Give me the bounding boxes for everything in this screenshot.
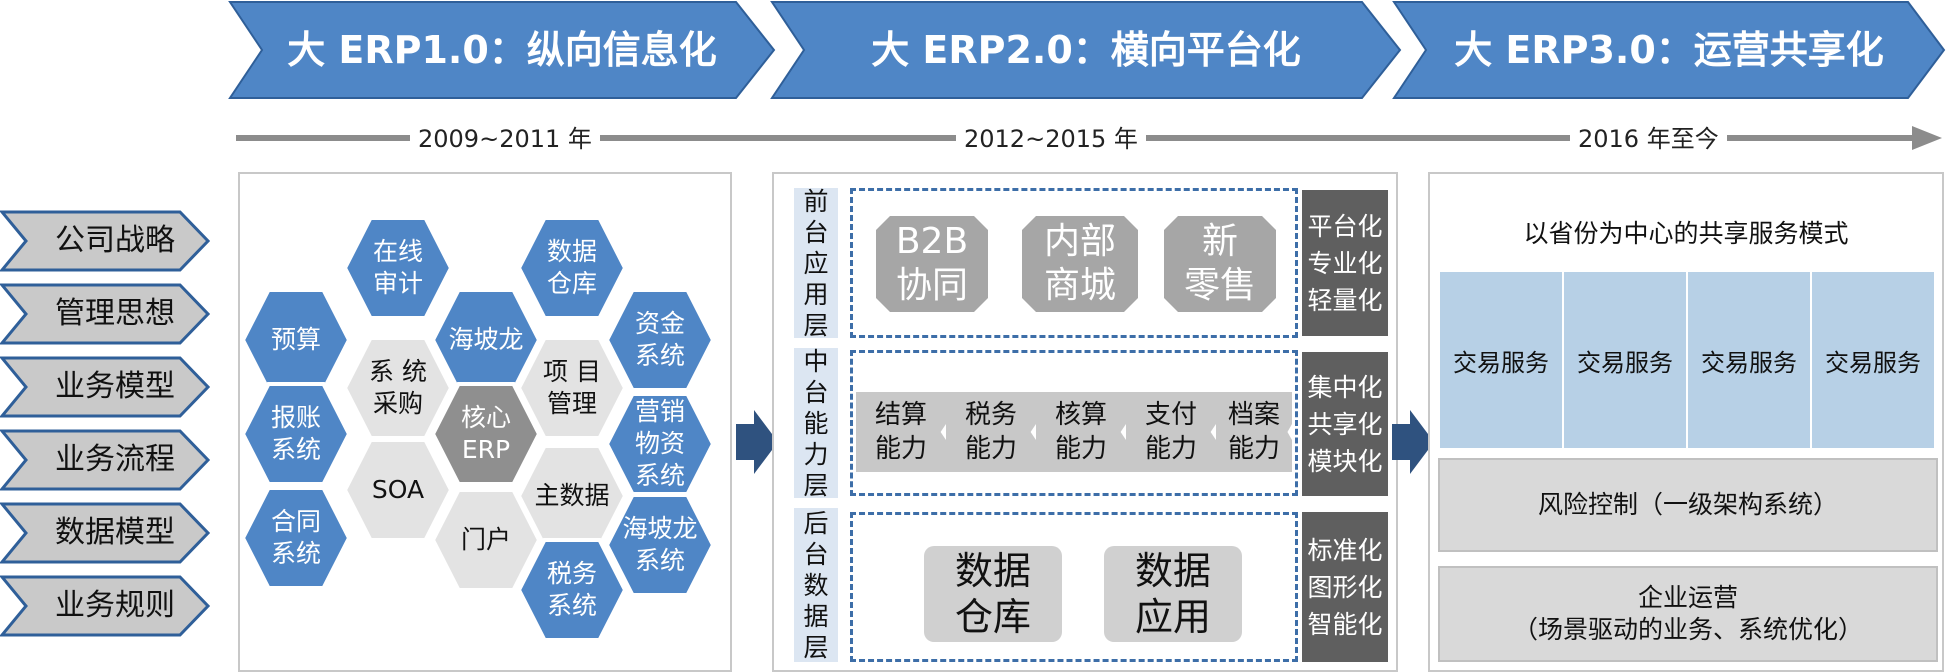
- capability-tax: 税务 能力: [946, 392, 1036, 472]
- stage-3-header: 以省份为中心的共享服务模式: [1523, 219, 1849, 248]
- foundation-item-3: 业务模型: [0, 356, 210, 418]
- hexagon-13: 合同 系统: [241, 486, 351, 590]
- hexagon-5: 资金 系统: [605, 288, 715, 392]
- hexagon-7: 项 目 管理: [517, 336, 627, 440]
- layer-label-back: 后 台 数 据 层: [794, 508, 838, 662]
- foundation-item-label: 业务模型: [55, 369, 175, 404]
- hexagon-15: 海坡龙 系统: [605, 493, 715, 597]
- foundation-item-5: 数据模型: [0, 502, 210, 564]
- hexagon-10: 营销 物资 系统: [605, 392, 715, 496]
- hexagon-11: SOA: [343, 438, 453, 542]
- hexagon-label: 门户: [460, 525, 511, 554]
- risk-control-bar: 风险控制（一级架构系统）: [1438, 458, 1938, 552]
- hexagon-label: 报账 系统: [270, 403, 321, 464]
- capability-payment: 支付 能力: [1126, 392, 1216, 472]
- back-layer-traits: 标准化 图形化 智能化: [1302, 512, 1388, 662]
- hexagon-1: 在线 审计: [343, 216, 453, 320]
- hexagon-label: 税务 系统: [546, 559, 597, 620]
- front-layer-traits: 平台化 专业化 轻量化: [1302, 190, 1388, 336]
- foundation-item-label: 数据模型: [55, 515, 175, 550]
- stage-2-title: 大 ERP2.0：横向平台化: [871, 28, 1301, 72]
- service-4: 交易服务: [1812, 272, 1934, 448]
- hexagon-label: 系 统 采购: [369, 357, 427, 418]
- hexagon-6: 系 统 采购: [343, 336, 453, 440]
- stage-3-period: 2016 年至今: [1570, 122, 1727, 156]
- stage-2-banner: 大 ERP2.0：横向平台化: [770, 0, 1402, 100]
- hexagon-9: 核心 ERP: [431, 382, 541, 486]
- hexagon-label: 核心 ERP: [460, 403, 511, 464]
- front-item-mall: 内部 商城: [1022, 216, 1138, 312]
- foundation-item-label: 公司战略: [55, 223, 175, 258]
- front-item-retail: 新 零售: [1164, 216, 1276, 312]
- foundation-item-1: 公司战略: [0, 210, 210, 272]
- back-layer-box: [850, 512, 1298, 662]
- hexagon-12: 主数据: [517, 444, 627, 548]
- stage-2-chevron-shape: [770, 1, 1402, 99]
- hexagon-8: 报账 系统: [241, 382, 351, 486]
- arrow-right-icon: [736, 410, 778, 474]
- hexagon-4: 海坡龙: [431, 288, 541, 392]
- front-item-b2b: B2B 协同: [876, 216, 988, 312]
- service-1: 交易服务: [1440, 272, 1562, 448]
- stage-1-period: 2009~2011 年: [410, 122, 600, 156]
- stage-1-banner: 大 ERP1.0：纵向信息化: [228, 0, 776, 100]
- hexagon-label: 营销 物资 系统: [634, 397, 685, 490]
- middle-layer-box: [850, 350, 1298, 496]
- hexagon-3: 预算: [241, 288, 351, 392]
- stage-1-title: 大 ERP1.0：纵向信息化: [287, 28, 717, 72]
- operations-bar: 企业运营 （场景驱动的业务、系统优化）: [1438, 566, 1938, 662]
- layer-label-middle: 中 台 能 力 层: [794, 347, 838, 500]
- capability-accounting: 核算 能力: [1036, 392, 1126, 472]
- hexagon-label: 合同 系统: [270, 507, 321, 568]
- stage-3-title: 大 ERP3.0：运营共享化: [1454, 28, 1884, 72]
- hexagon-14: 门户: [431, 488, 541, 592]
- hexagon-2: 数据 仓库: [517, 216, 627, 320]
- foundation-item-label: 业务流程: [55, 442, 175, 477]
- foundation-item-6: 业务规则: [0, 575, 210, 637]
- front-layer-box: [850, 188, 1298, 338]
- stage-2-period: 2012~2015 年: [956, 122, 1146, 156]
- middle-layer-traits: 集中化 共享化 模块化: [1302, 352, 1388, 496]
- hexagon-label: 资金 系统: [634, 309, 685, 370]
- stage-1-chevron-shape: [228, 1, 776, 99]
- hexagon-label: 海坡龙: [448, 325, 524, 354]
- back-item-warehouse: 数据 仓库: [924, 546, 1062, 642]
- service-3: 交易服务: [1688, 272, 1810, 448]
- hexagon-label: 主数据: [534, 481, 610, 510]
- foundation-item-label: 管理思想: [55, 296, 175, 331]
- hexagon-label: 数据 仓库: [546, 237, 597, 298]
- back-item-application: 数据 应用: [1104, 546, 1242, 642]
- foundation-item-4: 业务流程: [0, 429, 210, 491]
- layer-label-front: 前 台 应 用 层: [794, 187, 838, 340]
- hexagon-label: 在线 审计: [372, 237, 423, 298]
- foundation-item-label: 业务规则: [55, 588, 175, 623]
- hexagon-16: 税务 系统: [517, 538, 627, 642]
- hexagon-label: 预算: [270, 325, 321, 354]
- service-2: 交易服务: [1564, 272, 1686, 448]
- foundation-item-2: 管理思想: [0, 283, 210, 345]
- stage-3-chevron-shape: [1392, 1, 1946, 99]
- hexagon-label: 海坡龙 系统: [622, 514, 698, 575]
- arrow-right-icon-2: [1392, 410, 1434, 474]
- hexagon-label: SOA: [371, 475, 425, 504]
- capability-settlement: 结算 能力: [856, 392, 946, 472]
- capability-archive: 档案 能力: [1216, 392, 1292, 472]
- hexagon-label: 项 目 管理: [543, 357, 601, 418]
- stage-3-banner: 大 ERP3.0：运营共享化: [1392, 0, 1946, 100]
